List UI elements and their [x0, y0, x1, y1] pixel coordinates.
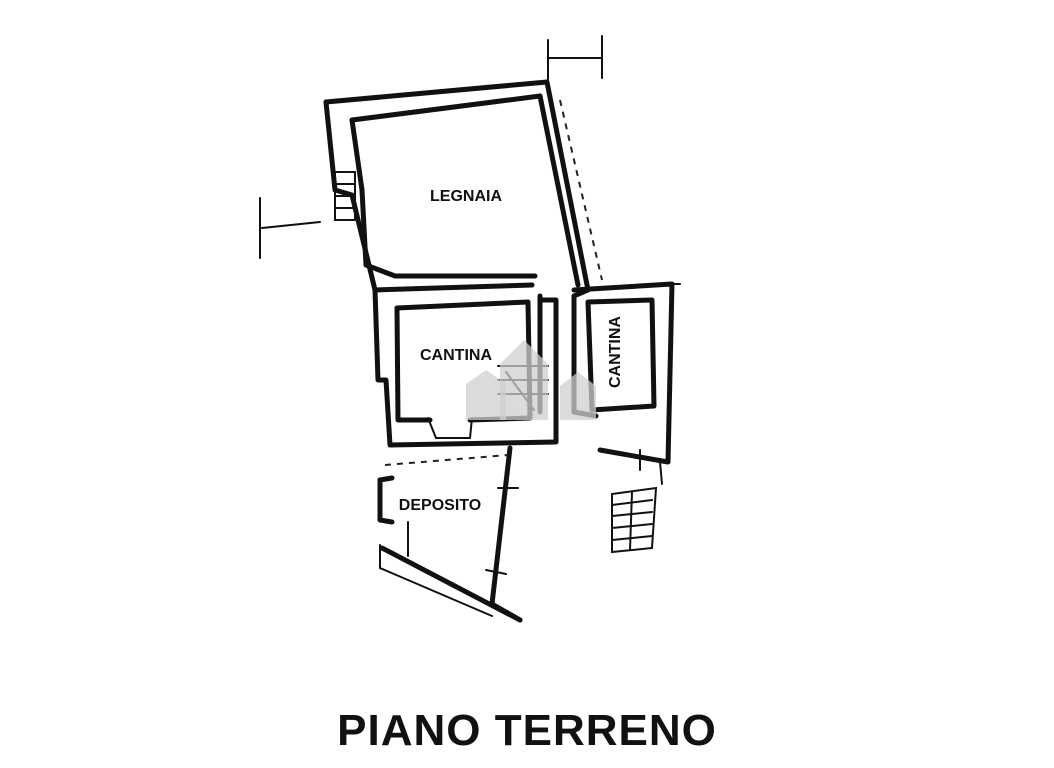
- room-label-legnaia: LEGNAIA: [430, 188, 502, 205]
- room-label-deposito: DEPOSITO: [399, 497, 481, 514]
- deposito-walls: [377, 445, 523, 623]
- left-entrance: [259, 171, 356, 259]
- floor-title: PIANO TERRENO: [337, 706, 717, 755]
- watermark-house-icon: [466, 340, 596, 420]
- room-label-cantina-center: CANTINA: [420, 347, 492, 364]
- stairs-icon: [611, 486, 658, 554]
- cantina-right-walls: [571, 281, 681, 485]
- legnaia-walls: [323, 35, 603, 299]
- room-label-cantina-right: CANTINA: [607, 316, 624, 388]
